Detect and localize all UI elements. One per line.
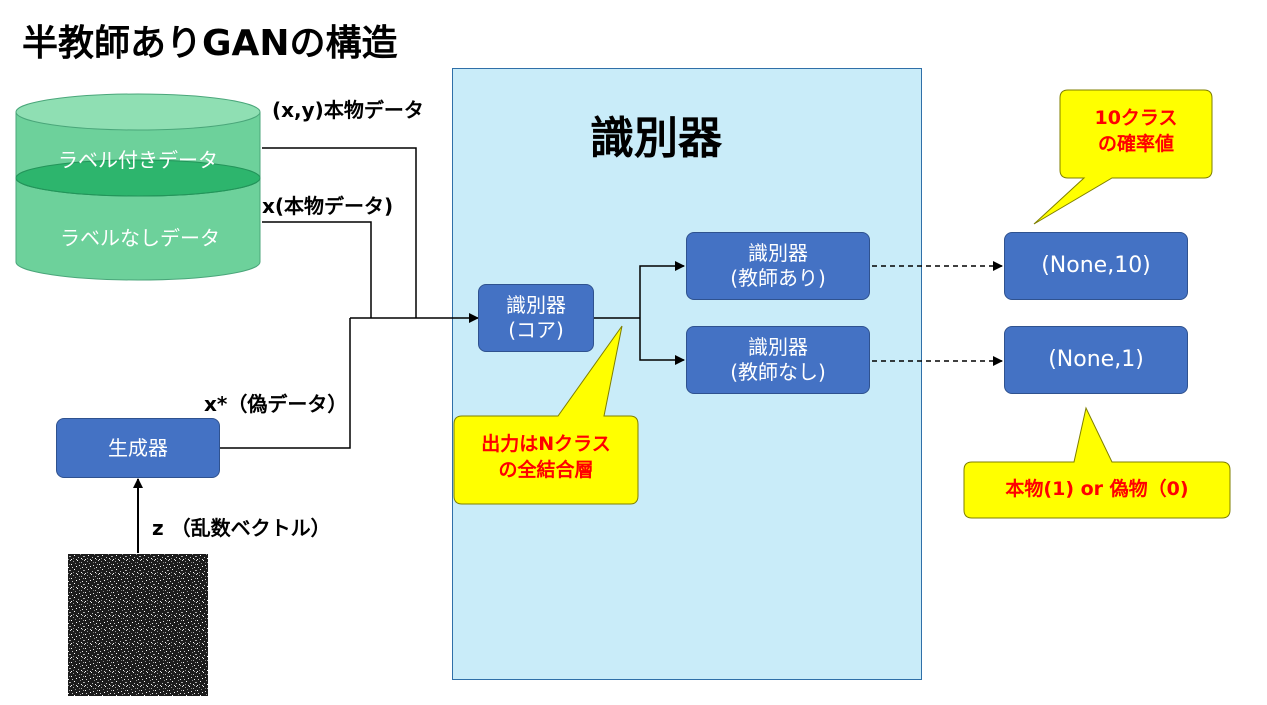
noise-vector-image xyxy=(68,554,208,696)
callout-classes-line1: 10クラス xyxy=(1094,107,1178,129)
unsupervised-line2: (教師なし) xyxy=(730,360,826,384)
unlabeled-data-label: ラベルなしデータ xyxy=(60,226,220,250)
discriminator-supervised-box: 識別器 (教師あり) xyxy=(686,232,870,300)
supervised-line1: 識別器 xyxy=(748,241,808,265)
connector-to-supervised xyxy=(639,261,685,318)
callout-classes-text: 10クラス の確率値 xyxy=(1060,106,1212,157)
edge-label-z-noise: z （乱数ベクトル） xyxy=(152,516,331,540)
edge-label-x-real: x(本物データ) xyxy=(262,194,394,218)
connector-to-unsupervised xyxy=(639,318,685,365)
labeled-data-label: ラベル付きデータ xyxy=(58,148,218,172)
supervised-line2: (教師あり) xyxy=(730,266,826,290)
callout-fc-shape xyxy=(453,325,639,505)
generator-box: 生成器 xyxy=(56,418,220,478)
discriminator-panel-title: 識別器 xyxy=(590,113,722,164)
edge-label-xy-real: (x,y)本物データ xyxy=(272,98,424,122)
connector-generator xyxy=(220,318,351,449)
connector-x-real xyxy=(262,221,372,318)
output-unsupervised-box: (None,1) xyxy=(1004,326,1188,394)
connector-xy-real xyxy=(262,147,417,318)
output-unsupervised-shape: (None,1) xyxy=(1048,347,1144,373)
page-title: 半教師ありGANの構造 xyxy=(22,23,398,64)
discriminator-core-box: 識別器 (コア) xyxy=(478,284,594,352)
callout-fc-line2: の全結合層 xyxy=(498,458,594,481)
core-line2: (コア) xyxy=(508,318,564,342)
discriminator-unsupervised-box: 識別器 (教師なし) xyxy=(686,326,870,394)
generator-label: 生成器 xyxy=(108,435,168,460)
database-cylinder-icon xyxy=(15,93,261,281)
callout-classes-shape xyxy=(1033,89,1213,225)
callout-fc-text: 出力はNクラス の全結合層 xyxy=(454,432,638,483)
callout-fc-line1: 出力はNクラス xyxy=(481,433,611,455)
output-supervised-box: (None,10) xyxy=(1004,232,1188,300)
callout-classes-line2: の確率値 xyxy=(1097,132,1174,155)
edge-label-x-fake: x*（偽データ） xyxy=(204,392,348,416)
callout-real-fake-text: 本物(1) or 偽物（0) xyxy=(1005,478,1189,500)
core-line1: 識別器 xyxy=(506,293,566,317)
callout-real-fake-shape xyxy=(963,406,1231,519)
output-supervised-shape: (None,10) xyxy=(1041,253,1151,279)
unsupervised-line1: 識別器 xyxy=(748,335,808,359)
